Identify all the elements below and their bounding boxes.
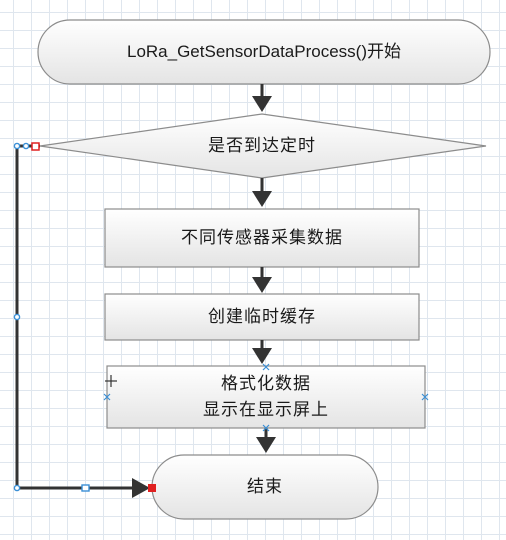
start-terminator[interactable] [37,19,491,85]
buffer-label: 创建临时缓存 [208,307,316,327]
arrow-buffer-to-display[interactable] [252,340,272,364]
arrow-decision-to-collect[interactable] [252,178,272,207]
display-label: 格式化数据 显示在显示屏上 [203,374,329,420]
arrow-collect-to-buffer[interactable] [252,267,272,293]
process-collect-box[interactable] [104,208,420,268]
end-label: 结束 [247,477,283,497]
decision-label: 是否到达定时 [208,136,316,156]
process-display-box[interactable] [106,365,426,429]
crosshair-cursor-icon [105,375,117,387]
arrow-start-to-decision[interactable] [252,84,272,112]
shape-connection-points [103,363,429,432]
start-label: LoRa_GetSensorDataProcess()开始 [126,42,401,61]
connector-handles[interactable] [13,142,156,492]
arrow-display-to-end[interactable] [256,428,276,453]
collect-label: 不同传感器采集数据 [181,228,343,248]
